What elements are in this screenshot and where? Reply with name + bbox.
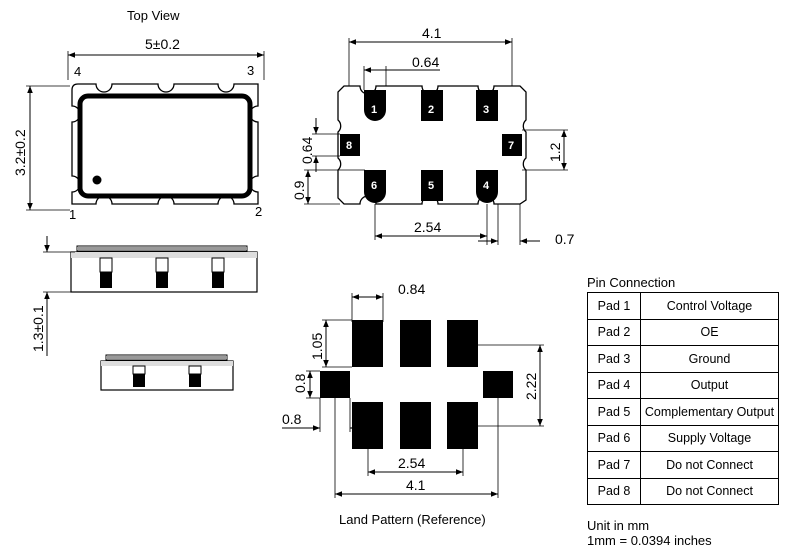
land-pad-5 [400, 402, 431, 449]
pin-connection-title: Pin Connection [587, 275, 676, 290]
pad-cell: Pad 1 [587, 292, 641, 320]
bottom-pad-3 [476, 90, 498, 121]
function-cell: Do not Connect [640, 477, 779, 505]
function-cell: Output [640, 371, 779, 399]
land-pad-6 [352, 402, 383, 449]
bottom-pad-4 [476, 170, 498, 203]
corner-label-4: 4 [74, 64, 81, 79]
pad-cell: Pad 5 [587, 398, 641, 426]
land-side-pad-width-dim: 0.8 [282, 411, 302, 427]
bottom-pad-6 [364, 170, 386, 203]
land-pattern-caption: Land Pattern (Reference) [339, 512, 486, 527]
function-cell: Complementary Output [640, 398, 779, 426]
land-pattern: 0.84 1.05 0.8 0.8 2.22 2.5 [282, 281, 544, 498]
bottom-pitch-dim: 2.54 [414, 219, 441, 235]
units-line-1: Unit in mm [587, 518, 650, 533]
function-cell: Control Voltage [640, 292, 779, 320]
top-width-dim: 5±0.2 [145, 36, 180, 52]
bottom-pad-2 [421, 90, 443, 121]
bottom-pad-7 [502, 134, 522, 156]
bottom-pad-label-7: 7 [508, 140, 514, 152]
bottom-pad-label-4: 4 [483, 180, 490, 192]
bottom-width-dim: 4.1 [422, 25, 442, 41]
land-pad-4 [447, 402, 478, 449]
bottom-pad-width-dim: 0.64 [412, 54, 439, 70]
bottom-offset-dim: 0.7 [555, 231, 575, 247]
bottom-pad-1 [364, 90, 386, 121]
land-width-dim: 4.1 [406, 477, 426, 493]
pin1-marker-dot [92, 175, 102, 185]
pad-cell: Pad 2 [587, 318, 641, 346]
land-pitch-dim: 2.54 [398, 455, 425, 471]
pad-cell: Pad 6 [587, 424, 641, 452]
pad-cell: Pad 3 [587, 345, 641, 373]
units-line-2: 1mm = 0.0394 inches [587, 533, 712, 548]
bottom-pad-label-8: 8 [346, 140, 352, 152]
bottom-pad-label-3: 3 [483, 104, 489, 116]
corner-label-3: 3 [247, 63, 254, 78]
top-height-dim: 3.2±0.2 [12, 129, 28, 176]
bottom-pad-label-6: 6 [371, 180, 377, 192]
bottom-pad-5 [421, 170, 443, 201]
bottom-pad-label-5: 5 [428, 180, 434, 192]
function-cell: OE [640, 318, 779, 346]
bottom-pad-label-2: 2 [428, 104, 434, 116]
bottom-gap-dim: 1.2 [547, 142, 563, 162]
land-pad-2 [400, 320, 431, 367]
corner-label-1: 1 [69, 207, 76, 222]
land-pad-1 [352, 320, 383, 367]
pad-cell: Pad 4 [587, 371, 641, 399]
top-view-title: Top View [127, 8, 180, 23]
function-cell: Do not Connect [640, 451, 779, 479]
bottom-pad-8 [340, 134, 360, 156]
land-pad-8 [320, 371, 350, 398]
bottom-side-pad-dim: 0.64 [299, 137, 315, 164]
bottom-view: 4.1 0.64 1 2 3 8 7 6 5 4 0.64 [291, 25, 575, 247]
land-span-dim: 2.22 [523, 373, 539, 400]
land-pad-height-dim: 1.05 [309, 333, 325, 360]
function-cell: Ground [640, 345, 779, 373]
land-pad-3 [447, 320, 478, 367]
pad-cell: Pad 8 [587, 477, 641, 505]
corner-label-2: 2 [255, 204, 262, 219]
side-view: 1.3±0.1 [30, 236, 258, 391]
bottom-end-dim: 0.9 [291, 180, 307, 200]
pad-cell: Pad 7 [587, 451, 641, 479]
land-pad-7 [483, 371, 513, 398]
bottom-pad-label-1: 1 [371, 104, 377, 116]
land-pad-width-dim: 0.84 [398, 281, 425, 297]
side-height-dim: 1.3±0.1 [30, 305, 46, 352]
top-lid [77, 93, 253, 199]
top-view: Top View 5±0.2 3.2±0.2 4 3 1 2 [12, 8, 265, 222]
function-cell: Supply Voltage [640, 424, 779, 452]
land-side-pad-height-dim: 0.8 [292, 373, 308, 393]
top-package-outline [71, 83, 259, 205]
